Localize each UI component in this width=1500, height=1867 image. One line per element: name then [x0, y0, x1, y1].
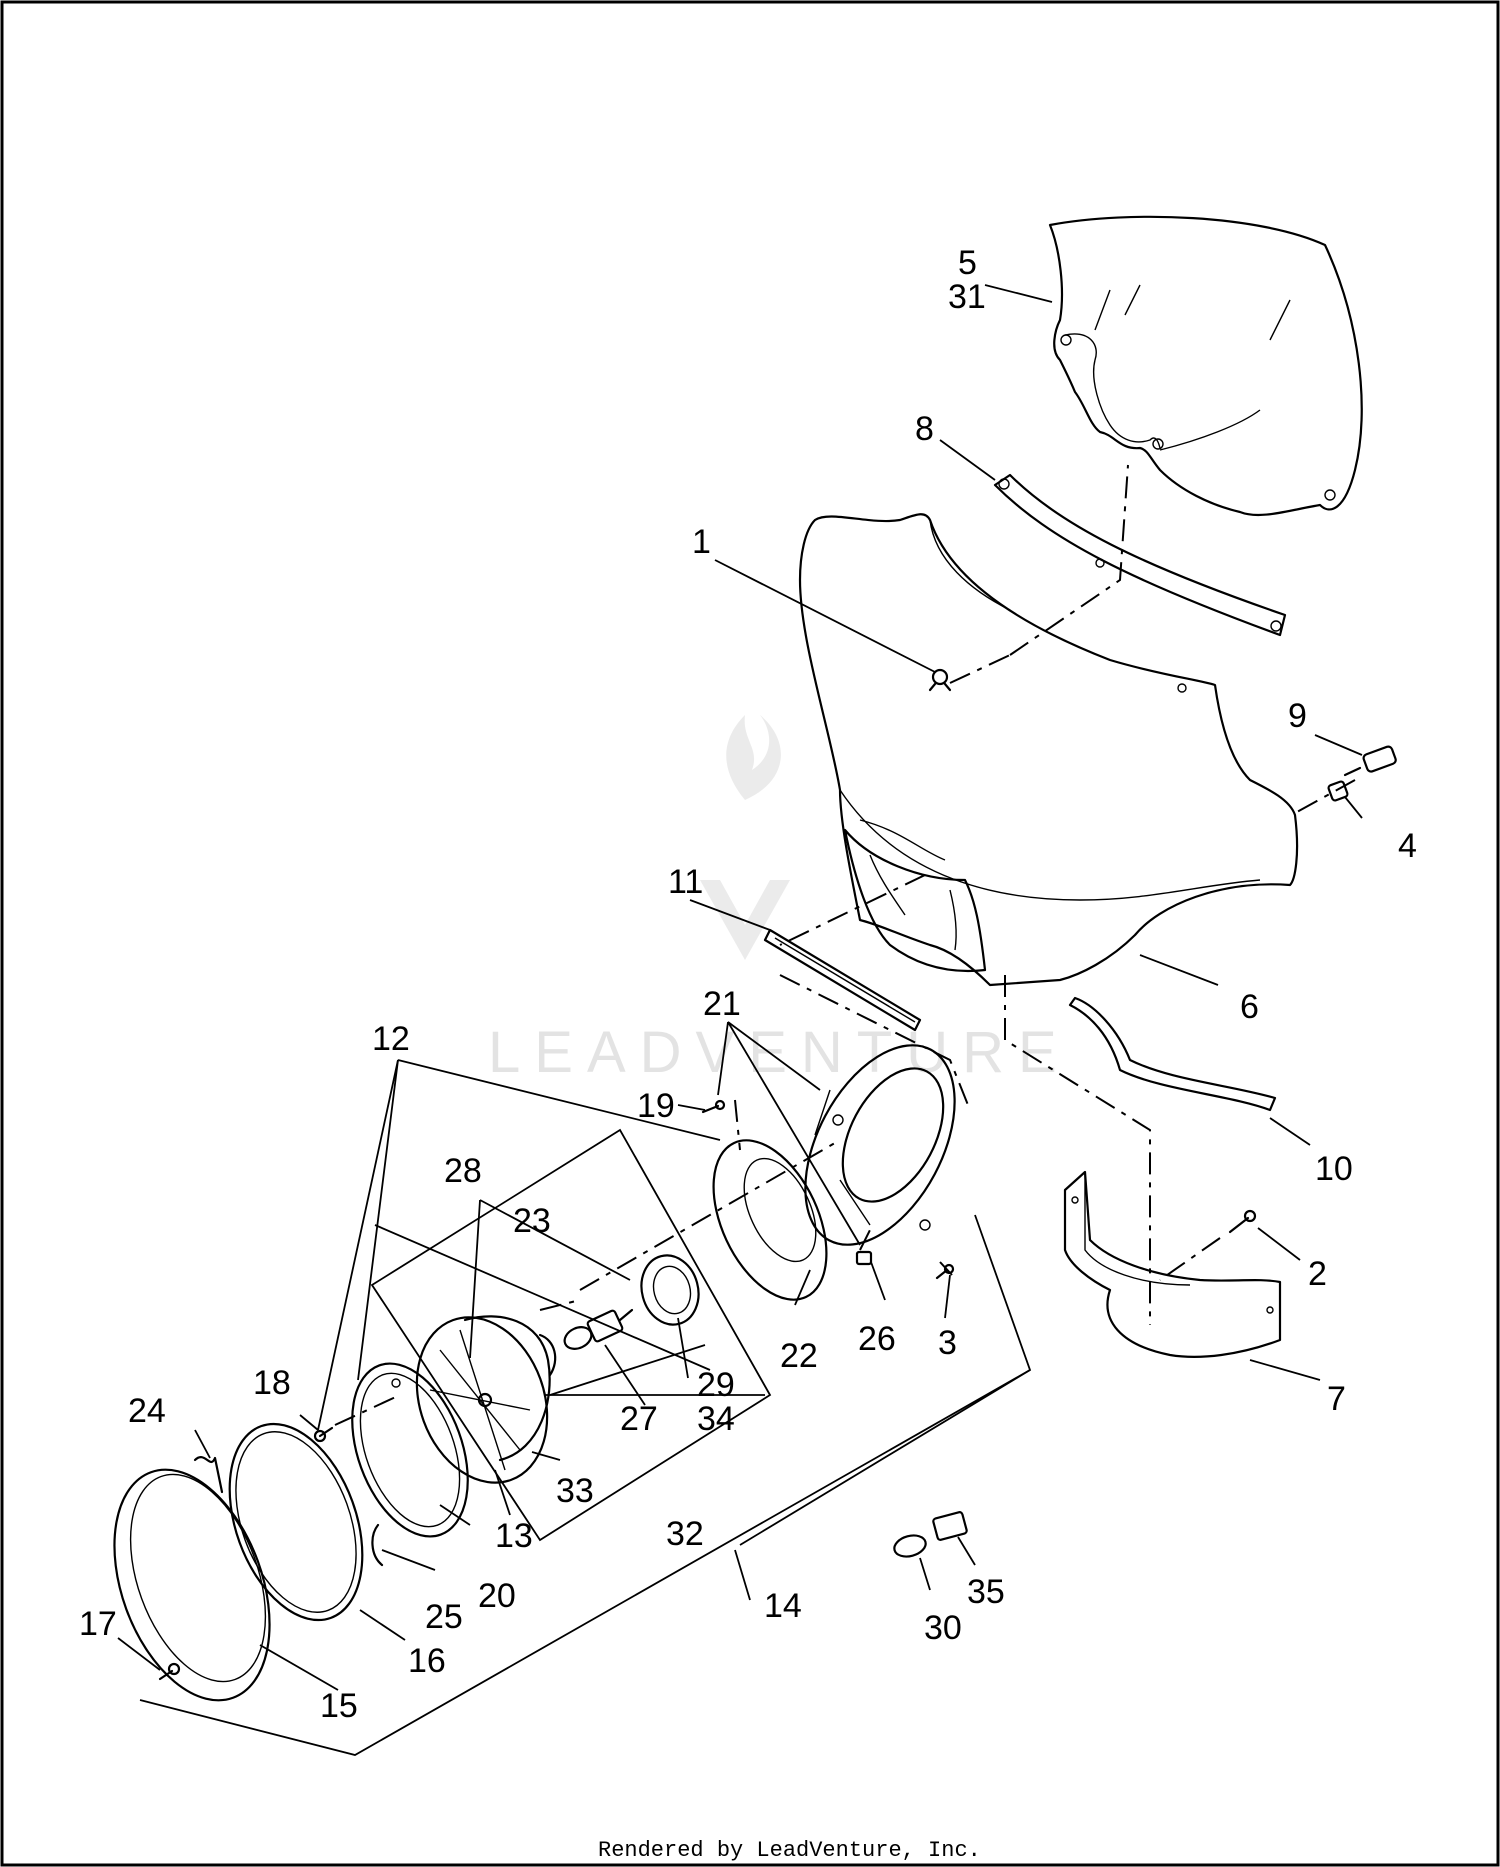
- callout-1: 1: [692, 523, 711, 561]
- callout-8: 8: [915, 410, 934, 448]
- callout-22: 22: [780, 1337, 818, 1375]
- retaining-ring-20: [351, 1362, 469, 1538]
- windshield-trim-strip: [993, 473, 1287, 637]
- callout-24: 24: [128, 1392, 166, 1430]
- lower-bracket-7: [1063, 1170, 1282, 1358]
- headlamp-mount-21: [804, 1044, 956, 1246]
- callout-19: 19: [637, 1087, 675, 1125]
- screw-17: [158, 1662, 181, 1681]
- screw-19: [701, 1099, 726, 1114]
- nut-26: [855, 1250, 873, 1266]
- callout-14: 14: [764, 1587, 802, 1625]
- callout-28: 28: [444, 1152, 482, 1190]
- callout-20: 20: [478, 1577, 516, 1615]
- bulb-27: [563, 1308, 634, 1350]
- callout-32: 32: [666, 1515, 704, 1553]
- callout-3: 3: [938, 1324, 957, 1362]
- watermark-logo: [700, 715, 790, 960]
- callout-16: 16: [408, 1642, 446, 1680]
- leader-lines: [117, 284, 1363, 1756]
- callout-27: 27: [620, 1400, 658, 1438]
- callout-31: 31: [948, 278, 986, 316]
- callout-23: 23: [513, 1202, 551, 1240]
- callout-11: 11: [668, 863, 703, 901]
- callout-26: 26: [858, 1320, 896, 1358]
- headlamp-13: [415, 1315, 557, 1484]
- callout-6: 6: [1240, 988, 1259, 1026]
- footer-credit: Rendered by LeadVenture, Inc.: [598, 1838, 981, 1863]
- bucket-22: [712, 1139, 828, 1301]
- callout-35: 35: [967, 1573, 1005, 1611]
- callout-13: 13: [495, 1517, 533, 1555]
- clip-25: [371, 1523, 384, 1567]
- callout-29: 29: [697, 1366, 735, 1404]
- callouts: 5 31 8 1 9 4 11 6 21 12 19 10 28 23 2 26…: [79, 244, 1417, 1725]
- clip-24: [193, 1456, 224, 1494]
- callout-5: 5: [958, 244, 977, 282]
- callout-21: 21: [703, 985, 741, 1023]
- screw-2: [1228, 1209, 1257, 1234]
- screw-1: [928, 668, 952, 692]
- callout-4: 4: [1398, 827, 1417, 865]
- callout-12: 12: [372, 1020, 410, 1058]
- callout-10: 10: [1315, 1150, 1353, 1188]
- callout-2: 2: [1308, 1255, 1327, 1293]
- callout-30: 30: [924, 1609, 962, 1647]
- callout-25: 25: [425, 1598, 463, 1636]
- trim-strip-11: [763, 928, 922, 1032]
- screw-18: [313, 1426, 334, 1443]
- screw-9: [1343, 745, 1397, 777]
- callout-34: 34: [697, 1400, 735, 1438]
- callout-9: 9: [1288, 697, 1307, 735]
- callout-18: 18: [253, 1364, 291, 1402]
- bulb-30: [893, 1534, 927, 1558]
- callout-33: 33: [556, 1472, 594, 1510]
- callout-15: 15: [320, 1687, 358, 1725]
- watermark-text: LEADVENTURE: [488, 1020, 1071, 1085]
- fairing: [798, 513, 1299, 987]
- seal-16: [228, 1422, 364, 1622]
- trim-ring-15: [113, 1468, 271, 1702]
- bracket-10: [1068, 996, 1277, 1112]
- callout-7: 7: [1327, 1380, 1346, 1418]
- callout-17: 17: [79, 1605, 117, 1643]
- windshield: [1048, 215, 1363, 517]
- alignment-lines: [334, 464, 1356, 1426]
- nut-4: [1327, 780, 1349, 802]
- socket-35: [932, 1511, 968, 1541]
